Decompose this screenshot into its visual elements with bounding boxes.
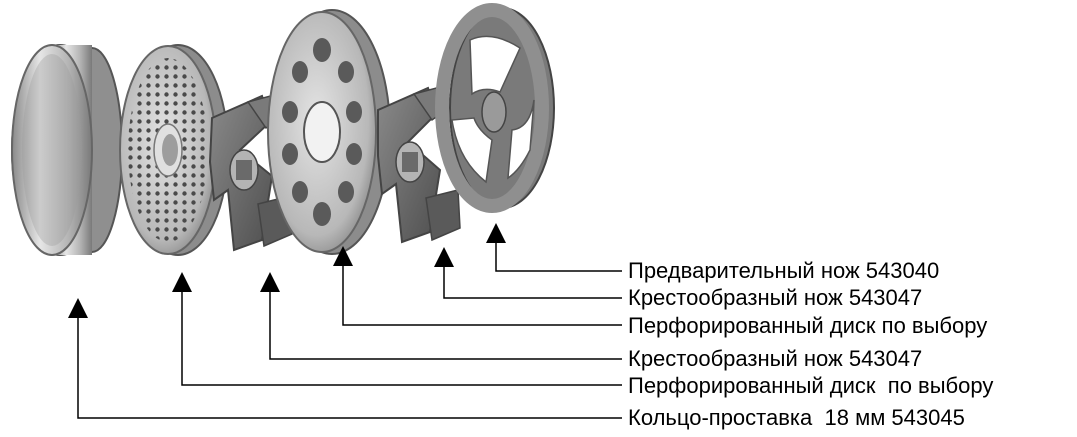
label-pre-cutter: Предварительный нож 543040 bbox=[628, 258, 940, 283]
arrowhead-pre-cutter bbox=[486, 223, 506, 243]
leader-line-coarse-disk bbox=[342, 265, 622, 326]
spacer-ring-image bbox=[11, 44, 123, 256]
leader-line-fine-disk bbox=[181, 291, 622, 386]
arrowhead-coarse-disk bbox=[333, 246, 353, 266]
arrowhead-fine-disk bbox=[172, 272, 192, 292]
arrowhead-spacer-ring bbox=[68, 298, 88, 318]
leader-line-cross-knife-2 bbox=[443, 266, 622, 299]
leader-lines bbox=[77, 241, 622, 419]
leader-line-cross-knife-1 bbox=[269, 290, 622, 360]
leader-line-spacer-ring bbox=[77, 317, 622, 419]
label-spacer-ring: Кольцо-проставка 18 мм 543045 bbox=[628, 405, 965, 430]
pre-cutter-image bbox=[435, 3, 555, 213]
coarse-perforated-disk-image bbox=[267, 9, 391, 255]
arrowheads bbox=[68, 223, 506, 318]
cross-knife-2-image bbox=[377, 85, 461, 244]
leader-line-pre-cutter bbox=[495, 241, 622, 272]
fine-perforated-disk-image bbox=[119, 44, 229, 256]
label-cross-knife-1: Крестообразный нож 543047 bbox=[628, 346, 923, 371]
label-cross-knife-2: Крестообразный нож 543047 bbox=[628, 285, 923, 310]
arrowhead-cross-knife-1 bbox=[260, 272, 280, 292]
label-coarse-perforated-disk: Перфорированный диск по выбору bbox=[628, 313, 988, 338]
arrowhead-cross-knife-2 bbox=[434, 247, 454, 267]
label-fine-perforated-disk: Перфорированный диск по выбору bbox=[628, 373, 994, 398]
